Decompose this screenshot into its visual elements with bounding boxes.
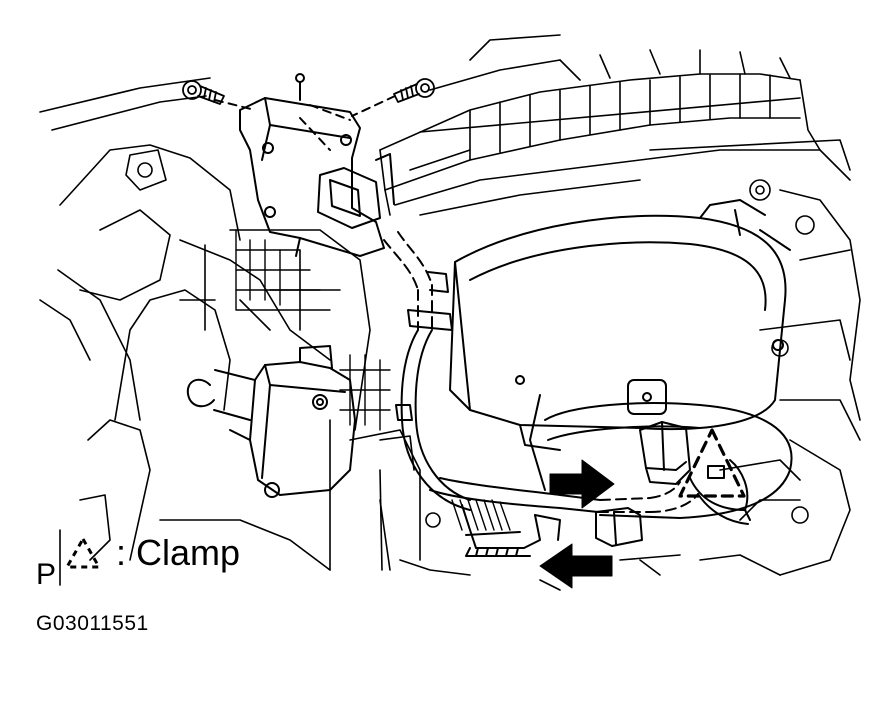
screw-right-icon — [393, 78, 435, 103]
clamp-separator: : — [116, 532, 127, 573]
clamp-label: : Clamp — [116, 532, 240, 574]
harness-connector — [451, 499, 561, 557]
vent-ribbing — [235, 229, 391, 431]
dashboard-frame — [39, 77, 421, 586]
screw-left-icon — [182, 80, 225, 105]
heater-housing — [379, 34, 851, 216]
right-frame — [619, 179, 861, 576]
clamp-text: Clamp — [136, 532, 241, 573]
legend: P : Clamp — [36, 528, 296, 591]
arrow-left-icon — [539, 543, 613, 589]
blower-connector — [595, 421, 691, 547]
dashed-triangle-icon — [64, 535, 102, 575]
servo-motor — [186, 345, 356, 498]
figure-code: G03011551 — [36, 612, 149, 635]
arrow-right-icon — [549, 459, 615, 509]
clamp-marker-icon — [678, 428, 746, 498]
mounting-bracket — [214, 73, 396, 257]
lower-structure — [379, 435, 661, 591]
view-letter: P — [36, 558, 57, 591]
wire-harness — [383, 231, 751, 525]
blower-housing — [449, 199, 793, 519]
